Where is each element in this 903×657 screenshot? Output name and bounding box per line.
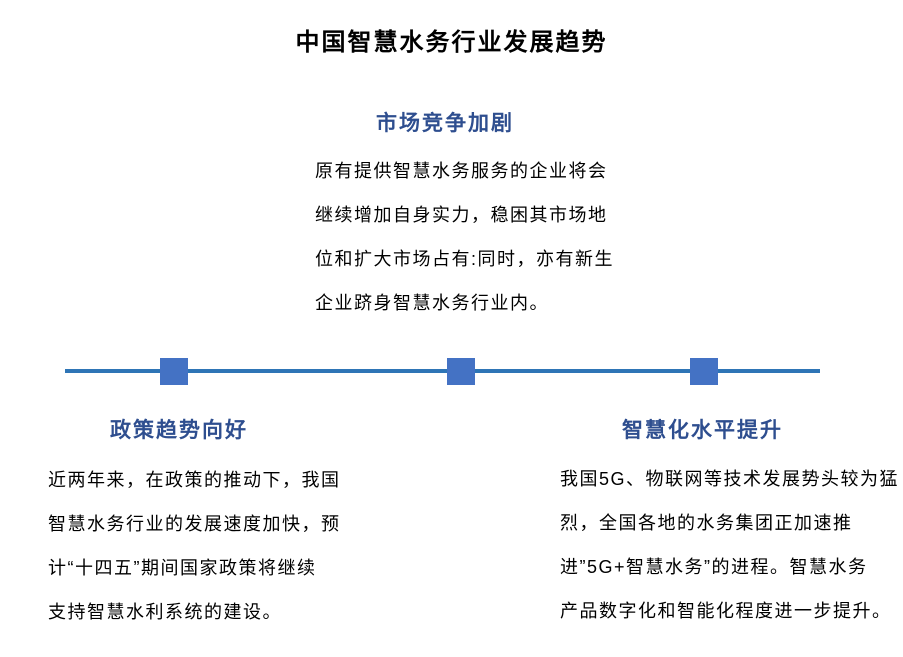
policy-body-line: 计“十四五”期间国家政策将继续 bbox=[48, 558, 317, 578]
smart-body-line: 我国5G、物联网等技术发展势头较为猛 bbox=[560, 469, 900, 489]
market-body-line: 企业跻身智慧水务行业内。 bbox=[315, 293, 549, 313]
policy-section-heading: 政策趋势向好 bbox=[110, 419, 248, 442]
smart-body-line: 进”5G+智慧水务”的进程。智慧水务 bbox=[560, 557, 868, 577]
market-section-heading: 市场竞争加剧 bbox=[376, 112, 514, 135]
policy-body-line: 近两年来，在政策的推动下，我国 bbox=[48, 470, 341, 490]
smart-section-heading: 智慧化水平提升 bbox=[622, 419, 783, 442]
policy-body-line: 智慧水务行业的发展速度加快，预 bbox=[48, 514, 341, 534]
timeline-marker bbox=[447, 358, 475, 385]
policy-section-body: 近两年来，在政策的推动下，我国 智慧水务行业的发展速度加快，预 计“十四五”期间… bbox=[48, 458, 341, 634]
market-body-line: 原有提供智慧水务服务的企业将会 bbox=[315, 161, 608, 181]
market-section-body: 原有提供智慧水务服务的企业将会 继续增加自身实力，稳困其市场地 位和扩大市场占有… bbox=[315, 149, 614, 325]
market-body-line: 继续增加自身实力，稳困其市场地 bbox=[315, 205, 608, 225]
policy-body-line: 支持智慧水利系统的建设。 bbox=[48, 602, 282, 622]
page-title: 中国智慧水务行业发展趋势 bbox=[295, 29, 608, 56]
smart-body-line: 烈，全国各地的水务集团正加速推 bbox=[560, 513, 853, 533]
smart-body-line: 产品数字化和智能化程度进一步提升。 bbox=[560, 601, 892, 621]
timeline-marker bbox=[690, 358, 718, 385]
timeline-line bbox=[65, 369, 820, 373]
timeline-marker bbox=[160, 358, 188, 385]
market-body-line: 位和扩大市场占有:同时，亦有新生 bbox=[315, 249, 614, 269]
smart-section-body: 我国5G、物联网等技术发展势头较为猛 烈，全国各地的水务集团正加速推 进”5G+… bbox=[560, 457, 899, 633]
